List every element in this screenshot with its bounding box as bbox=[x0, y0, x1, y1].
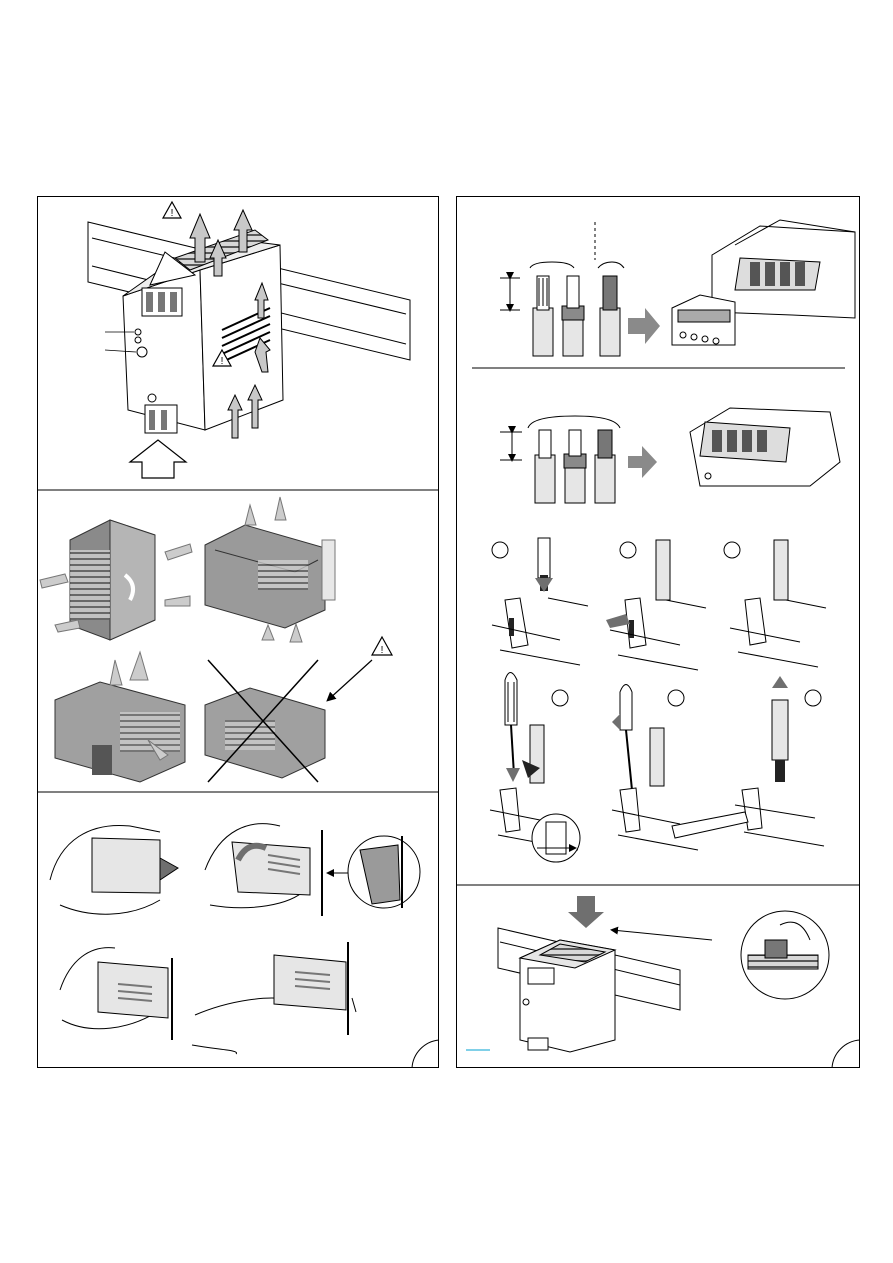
removable-terminal-device bbox=[672, 220, 855, 345]
svg-text:!: ! bbox=[221, 356, 224, 367]
orientation-rotated-allowed bbox=[205, 497, 335, 642]
hand-mount-step-4 bbox=[192, 942, 356, 1054]
orientation-vertical-allowed bbox=[40, 520, 192, 640]
page-corner-curl bbox=[412, 1040, 439, 1068]
orientation-horizontal-allowed bbox=[55, 652, 185, 782]
svg-text:!: ! bbox=[381, 645, 384, 656]
step-marker bbox=[620, 542, 636, 558]
warning-triangle-icon: ! bbox=[372, 637, 392, 656]
step-marker bbox=[492, 542, 508, 558]
screwdriver-icon bbox=[505, 673, 517, 776]
screwdriver-icon bbox=[620, 685, 632, 791]
step-marker bbox=[552, 690, 568, 706]
step-marker bbox=[668, 690, 684, 706]
push-in-steps bbox=[492, 538, 826, 670]
hand-mount-step-2 bbox=[205, 824, 420, 916]
rail-release bbox=[466, 896, 829, 1052]
fixed-terminal-device bbox=[690, 408, 840, 486]
release-steps bbox=[490, 673, 824, 863]
orientation-not-allowed bbox=[205, 660, 372, 782]
warning-triangle-icon: ! bbox=[163, 202, 181, 219]
wire-types-removable bbox=[500, 222, 660, 356]
hand-mount-step-1 bbox=[50, 825, 178, 914]
step-marker bbox=[724, 542, 740, 558]
device-on-rail-airflow bbox=[88, 210, 410, 478]
page-corner-curl bbox=[832, 1040, 860, 1068]
step-marker bbox=[805, 690, 821, 706]
hand-mount-step-3 bbox=[60, 948, 172, 1040]
wire-types-fixed bbox=[500, 416, 657, 503]
svg-text:!: ! bbox=[171, 208, 174, 219]
